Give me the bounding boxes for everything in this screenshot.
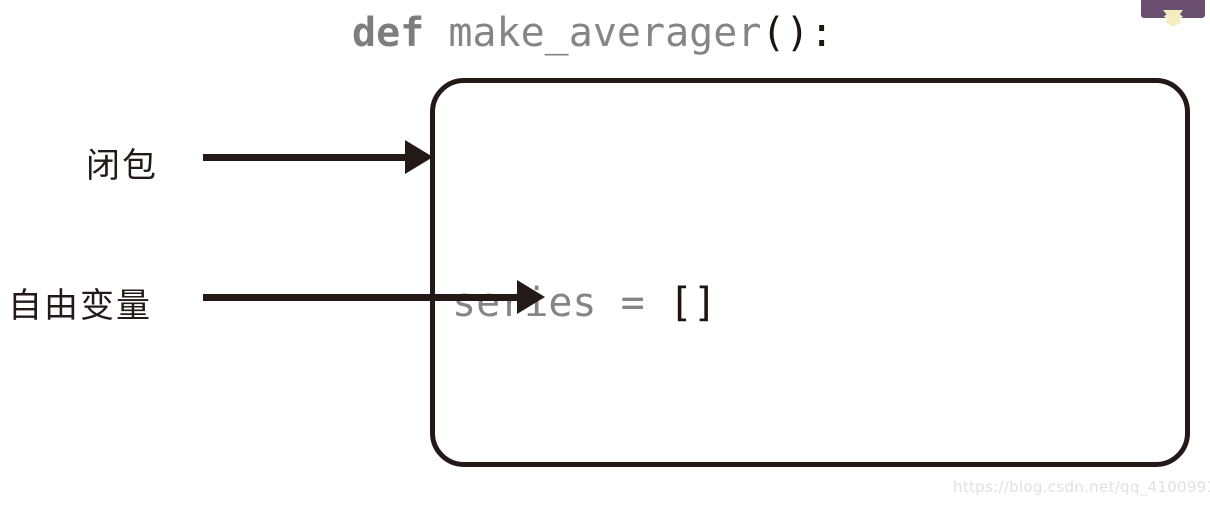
annotation-arrow-head-closure [405,140,433,174]
token-empty-list: [] [668,280,717,326]
annotation-label-closure: 闭包 [86,146,158,186]
badge-emblem-icon [1163,10,1183,26]
annotation-arrow-shaft-free-variable [203,294,519,301]
signature-keyword: def [352,10,425,56]
token-series-assign: series = [452,280,669,326]
signature-function-name: make_averager [448,10,762,56]
watermark: https://blog.csdn.net/qq_41009913 [953,478,1210,496]
annotation-arrow-head-free-variable [517,280,545,314]
annotation-arrow-shaft-closure [203,154,407,161]
closure-code-box [430,78,1190,467]
code-line-series-init: series = [] [452,272,1082,334]
app-badge [1141,0,1205,18]
signature-parens: (): [761,10,834,56]
signature-space [424,10,448,56]
annotation-label-free-variable: 自由变量 [8,286,152,326]
code-body: series = [] def averager(new_value): ser… [452,86,1082,506]
function-signature: def make_averager(): [352,8,834,58]
